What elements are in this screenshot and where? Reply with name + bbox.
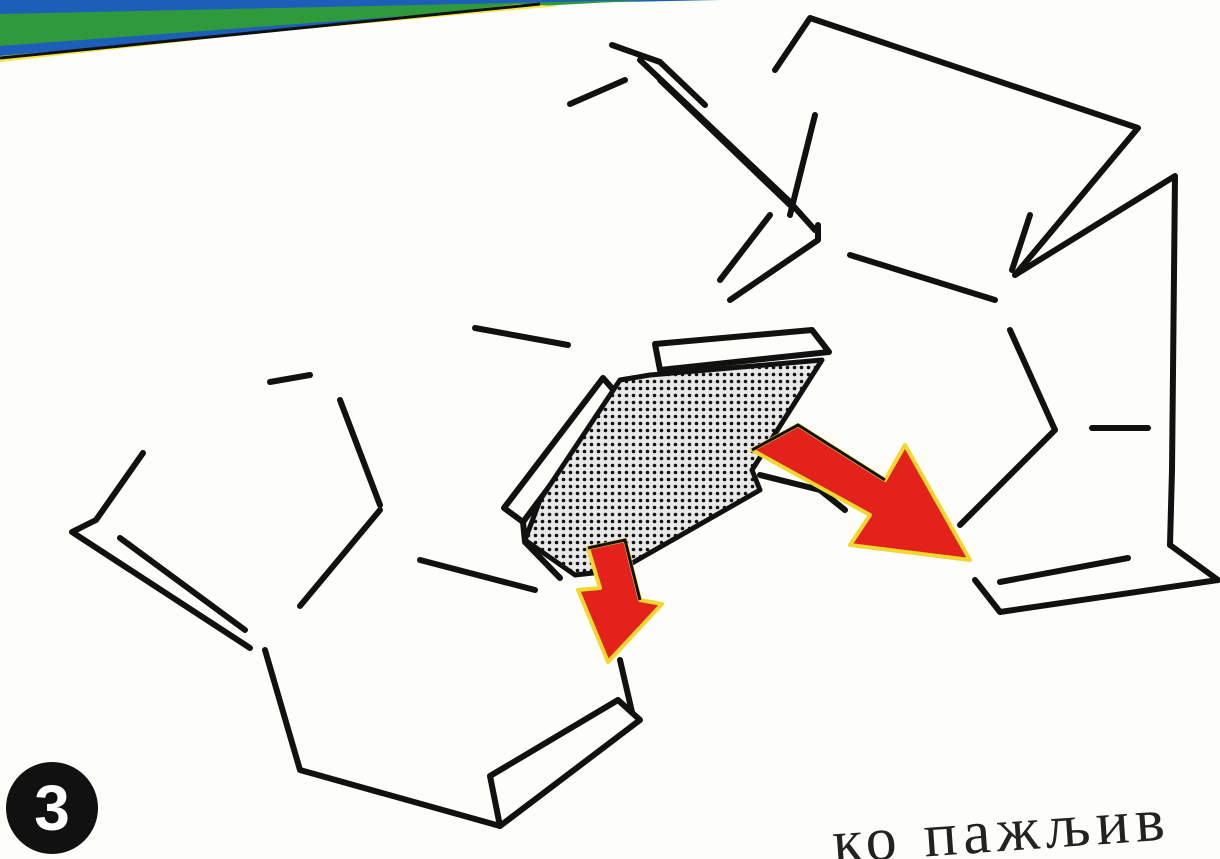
red-arrow-right-icon [752, 425, 970, 560]
folded-panel [525, 360, 822, 575]
red-arrow-down-icon [578, 540, 662, 662]
top-color-band [0, 0, 720, 62]
step-number-icon: 3 [6, 762, 98, 854]
